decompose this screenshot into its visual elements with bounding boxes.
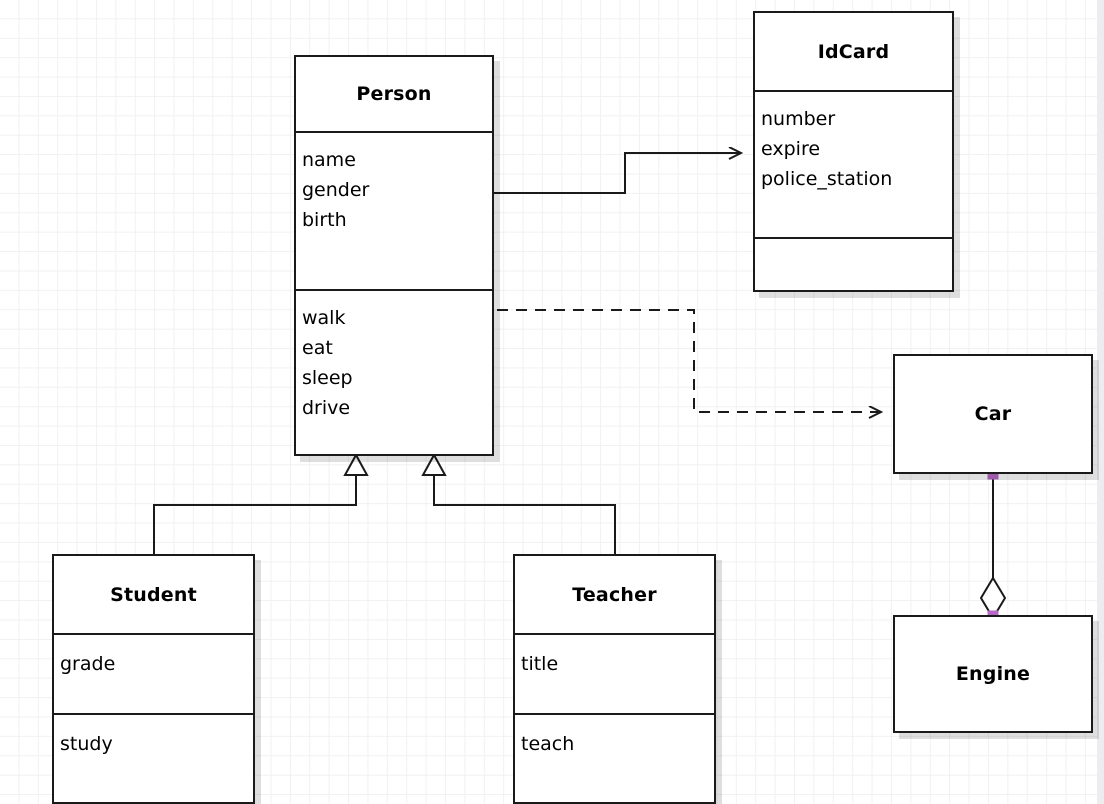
edge-teacher-person[interactable] [421,452,616,554]
class-name-engine: Engine [955,663,1031,685]
class-box-teacher[interactable]: Teacher title teach [513,554,716,804]
class-box-idcard[interactable]: IdCard number expire police_station [753,11,954,292]
class-attributes-teacher: title [515,633,714,713]
class-methods-teacher: teach [515,713,714,804]
class-name-person: Person [356,83,432,105]
class-name-idcard: IdCard [817,40,890,63]
class-box-engine[interactable]: Engine [893,615,1093,733]
class-box-person[interactable]: Person name gender birth walk eat sleep … [294,55,494,456]
class-box-car[interactable]: Car [893,354,1093,474]
class-box-student[interactable]: Student grade study [52,554,255,804]
edge-car-engine[interactable] [979,475,1007,620]
class-name-student: Student [110,583,197,606]
class-attributes-idcard: number expire police_station [755,90,952,237]
class-methods-person: walk eat sleep drive [296,289,492,454]
class-attributes-student: grade [54,633,253,713]
class-name-car: Car [974,403,1012,425]
class-methods-student: study [54,713,253,804]
class-methods-idcard [755,237,952,290]
class-name-teacher: Teacher [572,583,657,606]
class-attributes-person: name gender birth [296,131,492,289]
canvas-right-edge-band [1097,0,1104,804]
edge-person-car[interactable] [497,309,881,412]
selection-handle-car-end[interactable] [987,468,999,480]
edge-person-idcard[interactable] [494,153,741,194]
edge-student-person[interactable] [153,452,369,554]
